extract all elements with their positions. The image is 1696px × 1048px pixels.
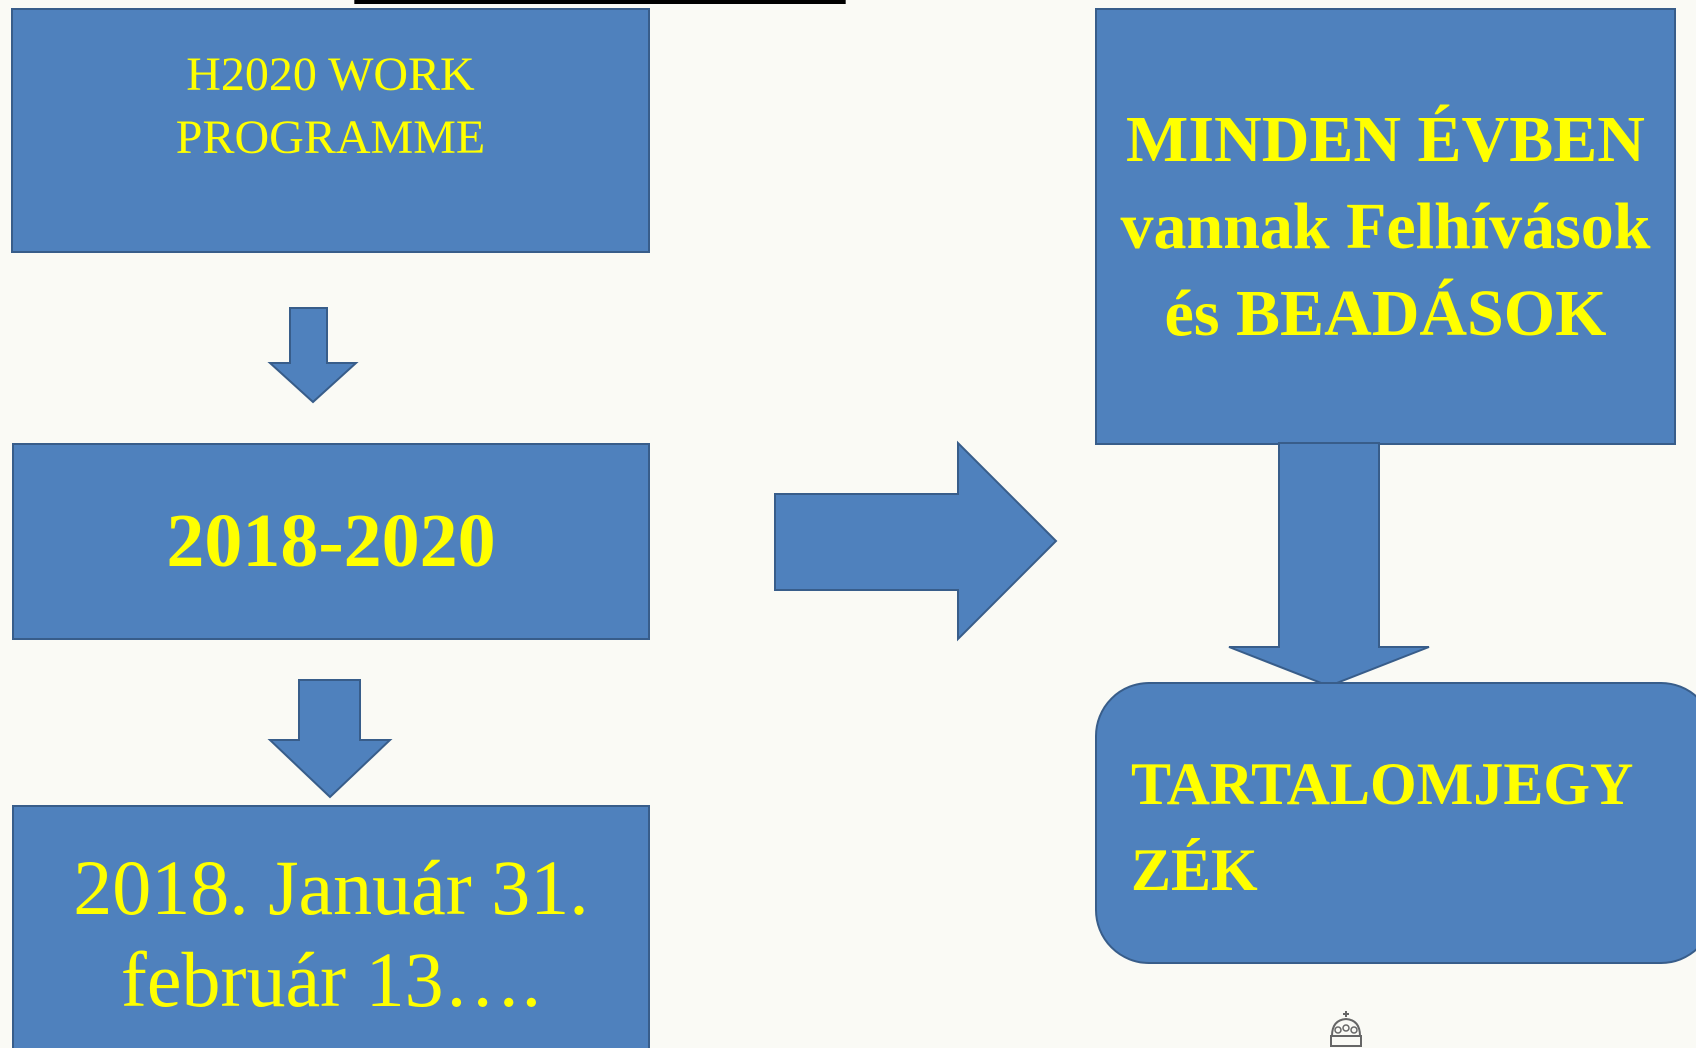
box-dates-label: 2018. Január 31. február 13…. bbox=[73, 844, 589, 1023]
slide-title-fragment: RENDSZERESEN bbox=[290, 0, 910, 12]
box-years-label: 2018-2020 bbox=[166, 499, 496, 583]
arrow-down-icon bbox=[267, 679, 393, 799]
arrow-right-icon bbox=[774, 440, 1058, 642]
box-calls-every-year: MINDEN ÉVBEN vannak Felhívások és BEADÁS… bbox=[1095, 8, 1676, 445]
box-h2020-work-programme: H2020 WORK PROGRAMME bbox=[11, 8, 650, 253]
box-calls-label: MINDEN ÉVBEN vannak Felhívások és BEADÁS… bbox=[1120, 103, 1651, 350]
crown-icon bbox=[1330, 1011, 1362, 1047]
arrow-down-icon bbox=[267, 307, 359, 404]
arrow-down-icon bbox=[1228, 442, 1430, 688]
box-table-of-contents: TARTALOMJEGYZÉK bbox=[1095, 682, 1696, 964]
box-years-2018-2020: 2018-2020 bbox=[12, 443, 650, 640]
box-toc-label: TARTALOMJEGYZÉK bbox=[1131, 751, 1634, 903]
box-h2020-label: H2020 WORK PROGRAMME bbox=[175, 47, 486, 164]
box-deadline-dates: 2018. Január 31. február 13…. bbox=[12, 805, 650, 1048]
